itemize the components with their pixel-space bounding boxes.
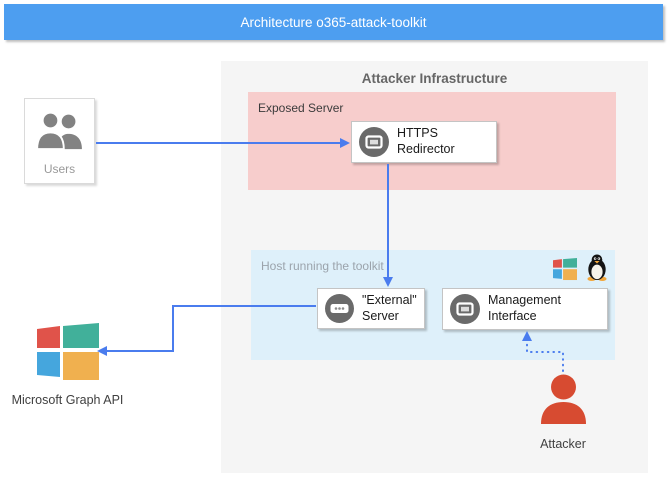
node-https-redirector: HTTPS Redirector xyxy=(351,121,497,163)
title-banner: Architecture o365-attack-toolkit xyxy=(4,4,663,40)
node-management-interface: Management Interface xyxy=(442,288,608,330)
node-external-server: "External" Server xyxy=(317,288,425,329)
node-external-server-line2: Server xyxy=(362,308,399,323)
app-window-icon xyxy=(450,294,480,324)
microsoft-logo-icon xyxy=(36,323,99,385)
attacker-person-icon xyxy=(540,374,587,429)
host-os-icons xyxy=(553,254,609,286)
panel-title: Attacker Infrastructure xyxy=(361,71,508,86)
node-users-label: Users xyxy=(43,162,76,176)
node-external-server-line1: "External" xyxy=(362,292,417,307)
windows-logo-icon xyxy=(553,257,577,286)
node-external-server-label: "External" Server xyxy=(362,293,417,324)
group-exposed-server-label: Exposed Server xyxy=(258,101,344,115)
node-attacker: Attacker xyxy=(533,374,593,451)
group-host-label: Host running the toolkit xyxy=(261,259,384,273)
node-microsoft-graph-api: Microsoft Graph API xyxy=(10,323,125,407)
node-attacker-label: Attacker xyxy=(540,437,586,451)
users-icon xyxy=(35,111,83,156)
node-management-interface-label: Management Interface xyxy=(488,293,561,323)
diagram-title: Architecture o365-attack-toolkit xyxy=(240,14,427,30)
node-microsoft-graph-api-label: Microsoft Graph API xyxy=(11,393,124,407)
linux-tux-icon xyxy=(585,254,609,286)
node-users: Users xyxy=(24,98,95,184)
server-dots-icon xyxy=(325,294,354,323)
node-https-redirector-label: HTTPS Redirector xyxy=(397,126,455,156)
app-window-icon xyxy=(359,127,389,157)
